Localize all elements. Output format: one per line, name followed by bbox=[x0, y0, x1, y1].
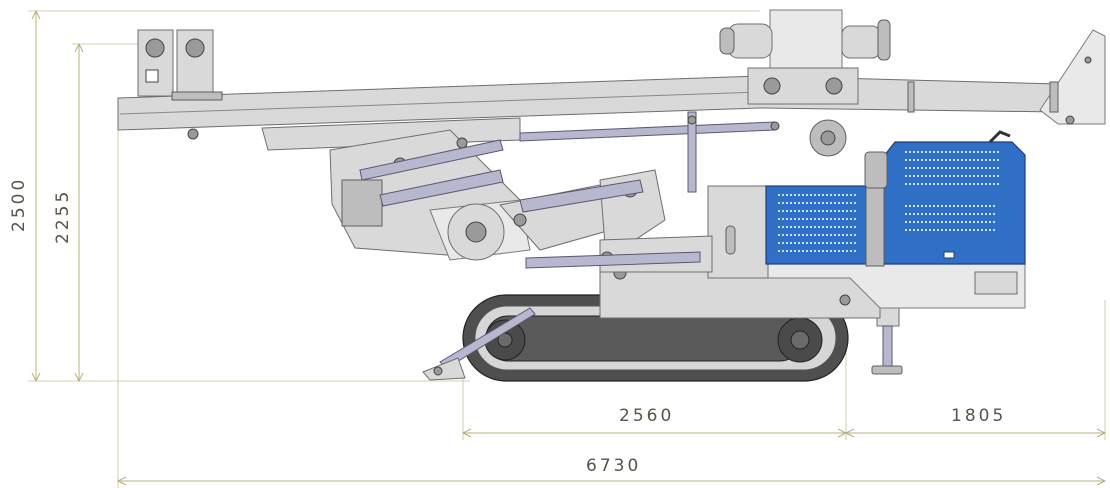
dimension-boom-height: 2255 bbox=[53, 42, 150, 383]
rod-clamps bbox=[137, 29, 223, 101]
dimension-track-length: 2560 bbox=[461, 330, 848, 440]
rotary-head bbox=[719, 9, 891, 105]
turret-gear bbox=[809, 119, 847, 157]
dimension-label-1805: 1805 bbox=[951, 406, 1006, 426]
hydraulic-cylinders bbox=[359, 111, 780, 269]
positioning-arm bbox=[261, 117, 713, 273]
dimension-total-height: 2500 bbox=[9, 9, 760, 383]
dimension-label-6730: 6730 bbox=[586, 456, 641, 476]
dimension-label-2560: 2560 bbox=[619, 406, 674, 426]
grille bbox=[778, 151, 1000, 252]
front-stabilizer bbox=[422, 307, 536, 381]
dimension-overall-length: 6730 bbox=[116, 130, 1107, 488]
dimension-label-2255: 2255 bbox=[53, 189, 73, 244]
dimension-label-2500: 2500 bbox=[9, 177, 29, 232]
power-pack-housing bbox=[765, 130, 1026, 267]
drill-mast bbox=[117, 29, 1106, 140]
dimension-rear-overhang: 1805 bbox=[844, 300, 1107, 440]
